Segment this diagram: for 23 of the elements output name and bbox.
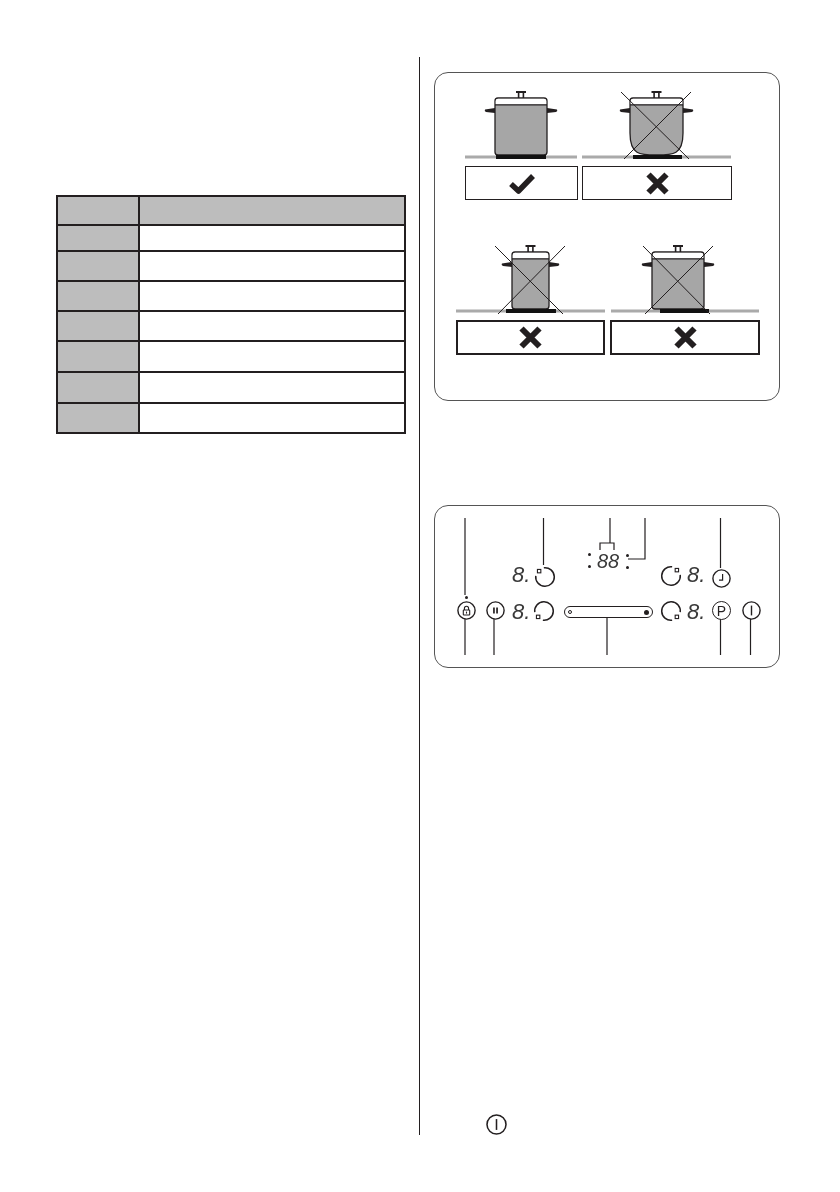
leader-line xyxy=(627,517,646,560)
colon-icon xyxy=(625,554,629,569)
display-digit: 8. xyxy=(512,564,531,586)
leader-line xyxy=(493,618,495,656)
leader-line xyxy=(719,618,722,656)
leader-line xyxy=(749,618,752,656)
leader-line xyxy=(606,616,608,656)
leader-line xyxy=(719,517,722,569)
display-digit: 8. xyxy=(687,564,706,586)
control-panel xyxy=(434,505,780,668)
timer-display: 88 xyxy=(593,551,623,571)
display-digit: 8. xyxy=(687,601,706,623)
leader-line xyxy=(464,618,466,656)
leader-line xyxy=(464,517,466,596)
power-icon xyxy=(742,601,761,620)
leader-line xyxy=(599,517,615,551)
leader-line xyxy=(542,517,545,566)
pause-icon xyxy=(485,601,505,620)
display-digit: 8. xyxy=(512,601,531,623)
p-button: P xyxy=(712,601,731,620)
zone-ring-icon xyxy=(534,566,556,588)
lock-icon xyxy=(456,601,476,620)
clock-icon xyxy=(712,569,731,588)
